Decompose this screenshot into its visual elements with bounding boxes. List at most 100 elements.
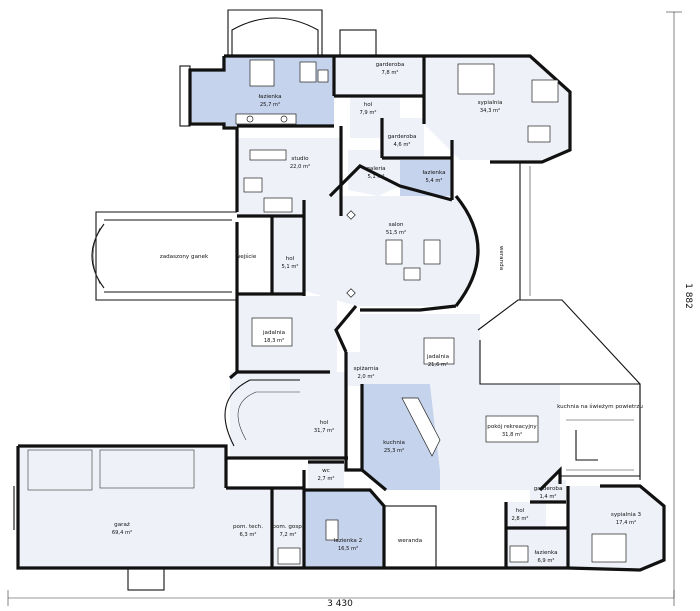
fill-lazienka-2 [304, 490, 384, 568]
label-kuchnia-powietrze: kuchnia na świeżym powietrzu [557, 403, 643, 410]
wall-salon-sw [334, 304, 358, 353]
fill-wc [308, 462, 344, 488]
fill-bath-alcove [190, 70, 224, 122]
desk-icon [527, 125, 551, 143]
label-lazienka-bottom: łazienka [534, 550, 557, 556]
studio-sofa-icon [263, 197, 293, 213]
label-garaz: garaż [114, 522, 130, 528]
wall-galeria [328, 164, 453, 202]
garage-car-left [27, 449, 93, 491]
vanity-icon [235, 113, 297, 125]
wall-south [16, 446, 506, 570]
area-hol-top: 7,9 m² [359, 110, 376, 116]
outdoor-kitchen [560, 383, 641, 477]
area-studio: 22,0 m² [290, 164, 310, 170]
wall-salon-curve [454, 194, 480, 307]
dim-height-label: 1 882 [683, 283, 693, 309]
dimension-lines: 3 430 1 882 [7, 11, 693, 609]
area-jadalnia-left: 18,3 m² [264, 338, 284, 344]
label-studio: studio [291, 156, 309, 162]
wall-west-mid [228, 222, 239, 380]
wall-garage-top [18, 444, 228, 488]
wall-kitchen-west [360, 384, 388, 492]
wall-i14 [344, 352, 362, 472]
area-garderoba-top: 7,8 m² [381, 70, 398, 76]
area-kuchnia: 25,3 m² [384, 448, 404, 454]
label-sypialnia-3: sypialnia 3 [611, 512, 642, 518]
wall-i15 [360, 304, 457, 312]
label-jadalnia-left: jadalnia [262, 330, 285, 336]
area-wc: 2,7 m² [317, 476, 334, 482]
fill-jadalnia-right [360, 314, 480, 384]
label-salon: salon [389, 222, 404, 228]
stairs-icon [224, 379, 300, 447]
fill-pom-tech [226, 488, 272, 568]
rec-top [479, 340, 560, 385]
furniture [224, 59, 627, 565]
column-icon-2 [346, 288, 356, 298]
pool-table-icon [485, 415, 539, 443]
area-pokoj-rekreacyjny: 31,8 m² [502, 432, 522, 438]
label-wc: wc [322, 468, 330, 474]
fill-garderoba-bottom [530, 480, 566, 502]
label-garderoba-small: garderoba [388, 134, 417, 140]
label-jadalnia-right: jadalnia [426, 354, 449, 360]
fill-hol-bottom [506, 502, 546, 528]
label-garderoba-top: garderoba [376, 62, 405, 68]
label-garderoba-bottom: garderoba [534, 486, 563, 492]
room-labels: łazienka 25,7 m² garderoba 7,8 m² sypial… [112, 62, 644, 564]
area-salon: 51,5 m² [386, 230, 406, 236]
label-hol-top: hol [364, 102, 373, 108]
studio-chair-icon [243, 177, 263, 193]
area-lazienka-bottom: 6,9 m² [537, 558, 554, 564]
label-lazienka-2: łazienka 2 [334, 538, 362, 544]
area-pom-tech: 6,3 m² [239, 532, 256, 538]
fill-hol-entry [272, 218, 302, 294]
stairs-inner-icon [237, 391, 300, 441]
wall-north [224, 54, 572, 164]
sofa-icon-2 [423, 239, 441, 265]
label-pom-tech: pom. tech. [233, 524, 263, 530]
sink-icon [246, 115, 254, 123]
label-hol-entry: hol [286, 256, 295, 262]
bath-sink-icon [509, 545, 529, 563]
bed-3-icon [591, 533, 627, 563]
label-weranda-bottom: weranda [398, 538, 422, 544]
area-garaz: 69,4 m² [112, 530, 132, 536]
exterior-walls [16, 54, 666, 572]
dining-table-icon [251, 317, 293, 347]
outdoor-grill [575, 430, 598, 461]
sink-icon-2 [280, 115, 288, 123]
porch-arc [91, 223, 105, 289]
veranda-bottom [383, 505, 437, 569]
studio-desk-icon [249, 149, 287, 161]
sofa-icon [385, 239, 403, 265]
label-weranda-right: weranda [498, 246, 504, 270]
label-kuchnia: kuchnia [383, 440, 405, 446]
porch-outline [95, 211, 237, 301]
area-sypialnia-3: 17,4 m² [616, 520, 636, 526]
area-lazienka-2: 16,5 m² [338, 546, 358, 552]
label-spizarnia: spiżarnia [353, 366, 378, 372]
bed-icon [457, 63, 495, 95]
label-pokoj-rekreacyjny: pokój rekreacyjny [487, 423, 537, 430]
dining-table-icon-2 [423, 337, 455, 365]
wall-rec-corner [538, 466, 562, 492]
label-lazienka-mid: łazienka [422, 170, 445, 176]
tub-icon [277, 547, 301, 565]
kitchen-island-icon [401, 397, 441, 457]
area-garderoba-small: 4,6 m² [393, 142, 410, 148]
area-hol-bottom: 2,8 m² [511, 516, 528, 522]
top-balcony [227, 9, 323, 56]
fill-garderoba-top [334, 56, 424, 96]
bathtub-icon [249, 59, 275, 87]
area-hol-entry: 5,1 m² [281, 264, 298, 270]
outlines [13, 9, 641, 591]
dim-width-label: 3 430 [327, 599, 353, 609]
area-garderoba-bottom: 1,4 m² [539, 494, 556, 500]
porch-arc-2 [92, 227, 101, 285]
armchair-icon [531, 79, 559, 103]
area-lazienka-top: 25,7 m² [260, 102, 280, 108]
label-galeria: galeria [366, 166, 385, 172]
